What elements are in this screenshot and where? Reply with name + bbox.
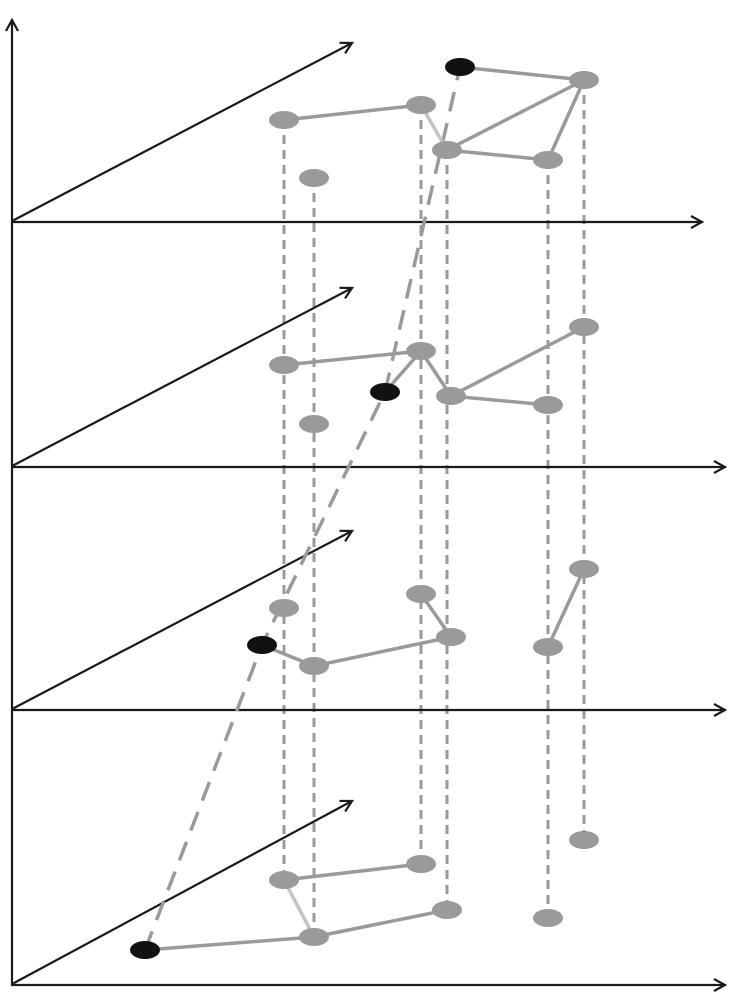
graph-node [269,356,299,374]
graph-node [569,831,599,849]
graph-edge [449,325,586,398]
graph-edge [282,878,316,939]
graph-node [299,415,329,433]
graph-node [406,585,436,603]
graph-edge [546,78,586,162]
graph-edge [445,148,550,162]
graph-node [569,71,599,89]
slice-1-graph [269,58,599,187]
graph-edge [143,935,316,952]
slice-4-graph [130,831,599,959]
slice-2-graph [269,318,599,433]
vertical-dashed-lines [282,80,586,937]
graph-node [436,628,466,646]
graph-edge [449,394,550,407]
graph-edge [282,103,423,122]
depth-axis-slice-1 [12,43,352,222]
slice-3-graph [247,560,599,675]
highlighted-node [130,941,160,959]
highlighted-node [445,58,475,76]
graph-node [406,855,436,873]
graph-edge [458,65,586,82]
axes [12,20,725,985]
graph-edge [546,567,586,649]
graph-node [299,657,329,675]
highlighted-node [370,383,400,401]
graph-edge [312,908,449,939]
graph-node [299,169,329,187]
depth-axis-slice-3 [12,531,352,710]
highlighted-node [247,636,277,654]
graph-node [533,151,563,169]
graph-edge [282,862,423,882]
graph-node [436,387,466,405]
graph-node [299,928,329,946]
graph-node [406,96,436,114]
depth-axis-slice-4 [12,801,352,985]
graph-node [432,901,462,919]
graph-node [432,141,462,159]
graph-edge [445,78,586,152]
graph-edge [282,349,423,367]
graph-node [569,318,599,336]
graph-node [569,560,599,578]
highlight-trajectory [143,66,462,951]
graph-node [269,599,299,617]
graph-node [533,909,563,927]
graph-node [533,638,563,656]
graph-node [269,111,299,129]
graph-edge [312,635,453,668]
graph-node [269,871,299,889]
graph-node [533,396,563,414]
graph-node [406,342,436,360]
depth-axis-slice-2 [12,288,352,467]
